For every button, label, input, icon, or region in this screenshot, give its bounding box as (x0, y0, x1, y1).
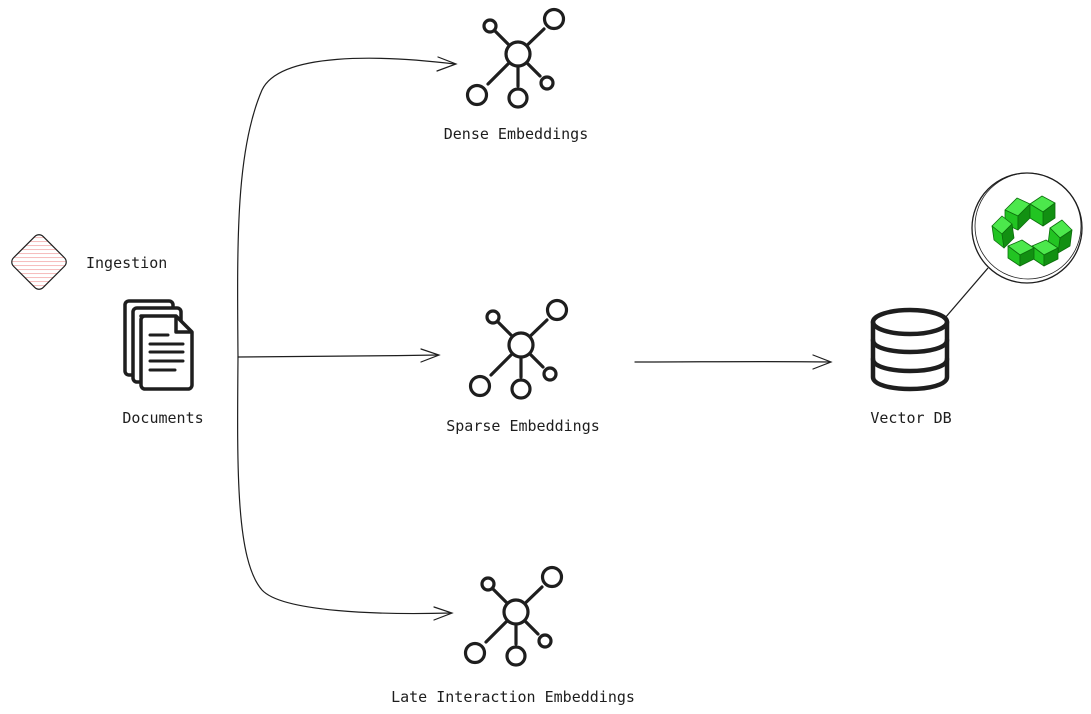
database-icon (870, 307, 950, 392)
late-interaction-embeddings-icon (463, 565, 564, 667)
documents-icon (123, 299, 194, 391)
branch-arrows (237, 56, 833, 621)
badge-connector (944, 267, 989, 319)
sparse-embeddings-label: Sparse Embeddings (446, 417, 600, 435)
legend-label: Ingestion (86, 254, 167, 272)
arrow-to-dense (237, 57, 456, 358)
arrow-to-late (237, 356, 452, 615)
dense-embeddings-icon (465, 7, 566, 109)
sparse-embeddings-icon (468, 298, 569, 400)
vector-db-label: Vector DB (870, 409, 951, 427)
documents-label: Documents (122, 409, 203, 427)
arrow-to-sparse (237, 354, 439, 358)
dense-embeddings-label: Dense Embeddings (444, 125, 589, 143)
late-interaction-embeddings-label: Late Interaction Embeddings (391, 688, 635, 706)
recycle-icon (991, 195, 1073, 267)
legend: Ingestion (11, 234, 167, 290)
legend-swatch (11, 234, 67, 290)
recycle-badge (971, 172, 1083, 284)
